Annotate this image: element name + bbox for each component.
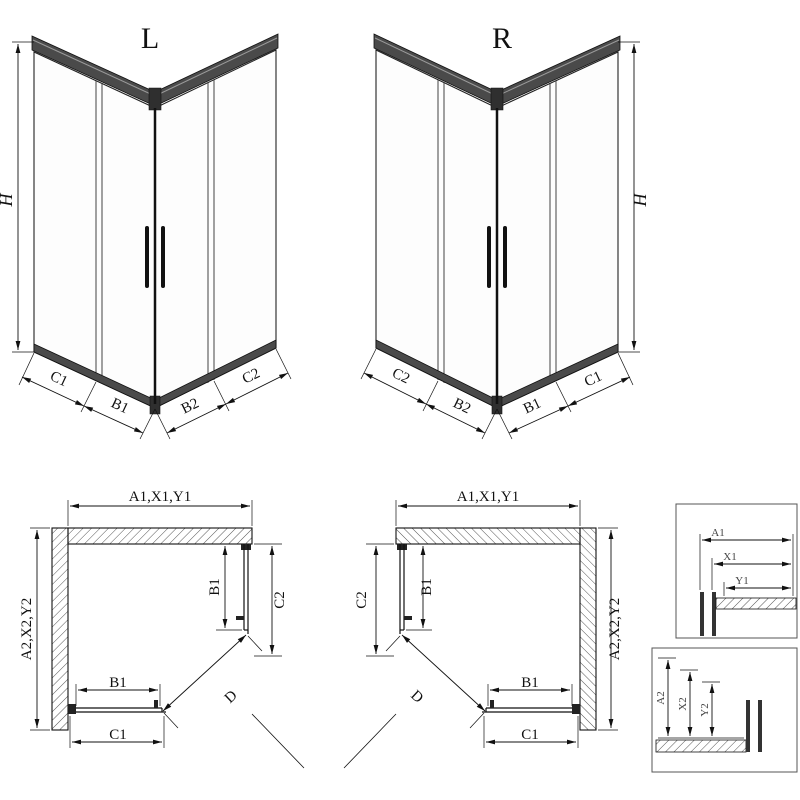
dim-label-d: D xyxy=(407,688,426,707)
dim-label-a2x2y2: A2,X2,Y2 xyxy=(607,598,623,661)
dim-label-c1: C1 xyxy=(47,368,70,390)
dim-label-d: D xyxy=(222,687,241,706)
dim-label-h-left: H xyxy=(0,193,16,208)
dim-label-c1-bottom: C1 xyxy=(109,727,127,743)
corner-view-right: R H C2 B2 B1 C1 xyxy=(361,22,650,439)
dim-label-c2-side: C2 xyxy=(272,591,288,609)
dim-label-c2: C2 xyxy=(240,365,263,387)
detail-label-y2: Y2 xyxy=(699,703,711,716)
dim-label-b1-side: B1 xyxy=(207,578,223,596)
dim-label-c1: C1 xyxy=(582,368,605,390)
dim-label-a1x1y1: A1,X1,Y1 xyxy=(129,489,192,505)
dim-label-b2: B2 xyxy=(179,395,202,417)
detail-label-a2: A2 xyxy=(655,691,667,704)
detail-label-a1: A1 xyxy=(711,527,724,539)
detail-label-y1: Y1 xyxy=(735,575,748,587)
dim-label-b1-side: B1 xyxy=(419,578,435,596)
dim-label-h-right: H xyxy=(630,193,650,208)
dim-label-b1-bottom: B1 xyxy=(521,675,539,691)
dim-label-c1-bottom: C1 xyxy=(521,727,539,743)
plan-view-right: A1,X1,Y1 A2,X2,Y2 B1 C2 B1 C1 D xyxy=(344,489,623,768)
variant-label-r: R xyxy=(492,22,512,55)
variant-label-l: L xyxy=(141,22,159,55)
plan-view-left: A1,X1,Y1 A2,X2,Y2 B1 C2 B1 C1 D xyxy=(19,489,304,768)
detail-label-x2: X2 xyxy=(677,697,689,710)
detail-box-bottom: A2 X2 Y2 xyxy=(651,647,798,773)
dim-label-b1: B1 xyxy=(108,395,131,417)
dim-label-b1: B1 xyxy=(521,395,544,417)
dim-label-b2: B2 xyxy=(450,395,473,417)
dim-label-b1-bottom: B1 xyxy=(109,675,127,691)
detail-label-x1: X1 xyxy=(723,551,736,563)
dim-label-a2x2y2: A2,X2,Y2 xyxy=(19,598,35,661)
detail-box-top: A1 X1 Y1 xyxy=(675,503,798,639)
dim-label-c2: C2 xyxy=(389,365,412,387)
dim-label-a1x1y1: A1,X1,Y1 xyxy=(457,489,520,505)
dim-label-c2-side: C2 xyxy=(354,591,370,609)
corner-view-left: L H C1 B1 B2 C2 xyxy=(0,22,291,439)
